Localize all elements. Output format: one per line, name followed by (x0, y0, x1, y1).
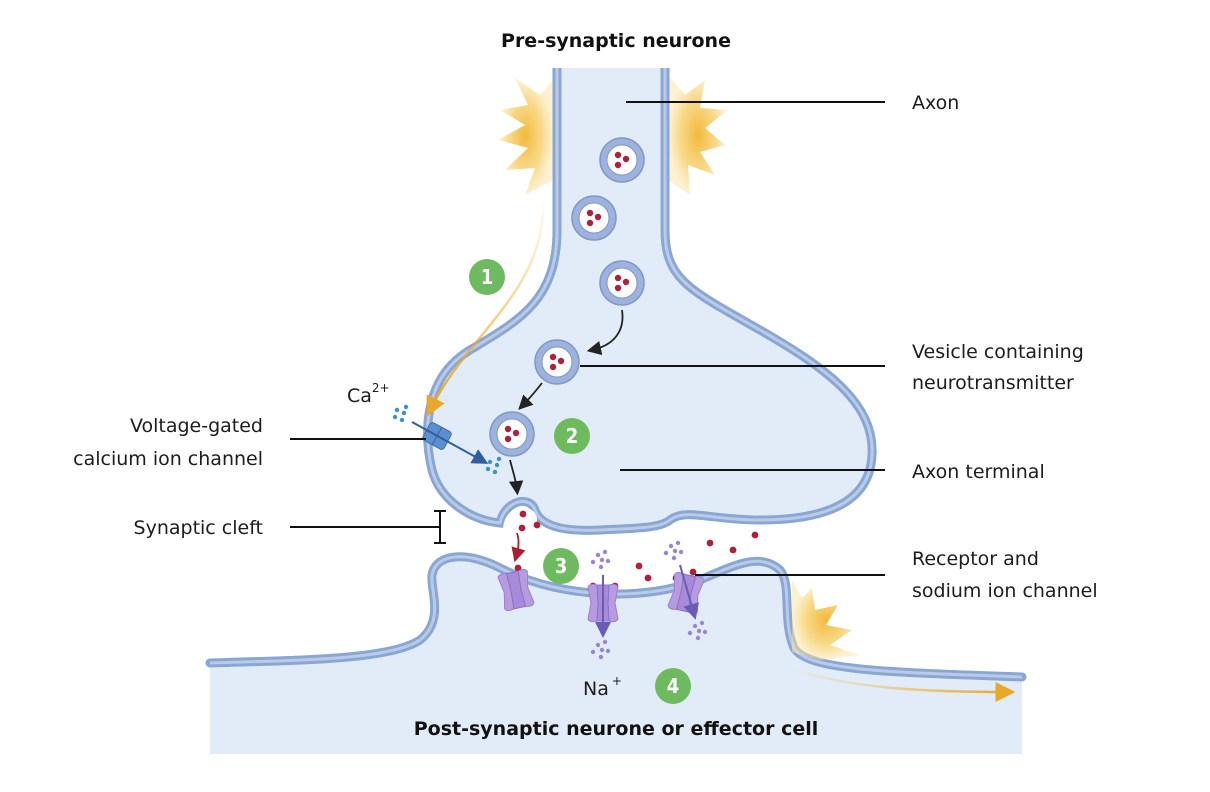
impulse-spark-right (668, 75, 728, 195)
step-badge-3: 3 (543, 548, 579, 584)
pre-synaptic-title: Pre-synaptic neurone (501, 30, 731, 52)
label-vesicle-line2: neurotransmitter (912, 372, 1074, 394)
vesicle-1 (599, 137, 645, 183)
post-synaptic-cytoplasm (210, 556, 1022, 754)
step-badge-1: 1 (469, 259, 505, 295)
step-badge-4: 4 (655, 668, 691, 704)
svg-text:3: 3 (555, 554, 568, 578)
sodium-arrow-2 (679, 564, 699, 620)
calcium-influx-arrow (411, 421, 489, 464)
label-synaptic-cleft: Synaptic cleft (134, 517, 263, 539)
vesicle-3 (599, 260, 645, 306)
vesicle-2 (571, 195, 617, 241)
label-axon: Axon (912, 92, 959, 114)
label-receptor-line1: Receptor and (912, 548, 1039, 570)
label-receptor-line2: sodium ion channel (912, 580, 1098, 602)
label-vgcc-line1: Voltage-gated (130, 415, 263, 437)
vesicle-5 (489, 411, 535, 457)
axon-cytoplasm (427, 68, 873, 531)
binding-arrow (511, 532, 526, 563)
post-synaptic-title: Post-synaptic neurone or effector cell (414, 718, 819, 740)
step-badge-2: 2 (554, 418, 590, 454)
exocytosis-pocket (503, 507, 537, 530)
label-vesicle-line1: Vesicle containing (912, 341, 1084, 363)
label-vgcc-line2: calcium ion channel (73, 448, 263, 470)
svg-text:4: 4 (667, 674, 680, 698)
impulse-arrow-presynaptic (426, 194, 545, 417)
label-calcium: Ca2+ (347, 381, 390, 407)
vesicle-arrow-3 (508, 459, 524, 496)
vesicle-arrow-1 (586, 309, 624, 356)
calcium-charge: 2+ (372, 381, 390, 395)
pre-synaptic-neurone (423, 68, 877, 535)
label-sodium: Na+ (583, 674, 622, 700)
vesicle-4 (534, 339, 580, 385)
vesicle-arrow-2 (518, 382, 543, 410)
label-axon-terminal: Axon terminal (912, 461, 1045, 483)
sodium-charge: + (612, 674, 622, 688)
svg-text:2: 2 (566, 424, 579, 448)
calcium-symbol: Ca (347, 385, 372, 407)
sodium-symbol: Na (583, 678, 609, 700)
calcium-ions-outside (392, 404, 409, 423)
impulse-spark-left (498, 78, 553, 195)
svg-text:1: 1 (481, 265, 494, 289)
impulse-spark-post (792, 580, 860, 660)
impulse-arrow-postsynaptic (789, 666, 1016, 702)
